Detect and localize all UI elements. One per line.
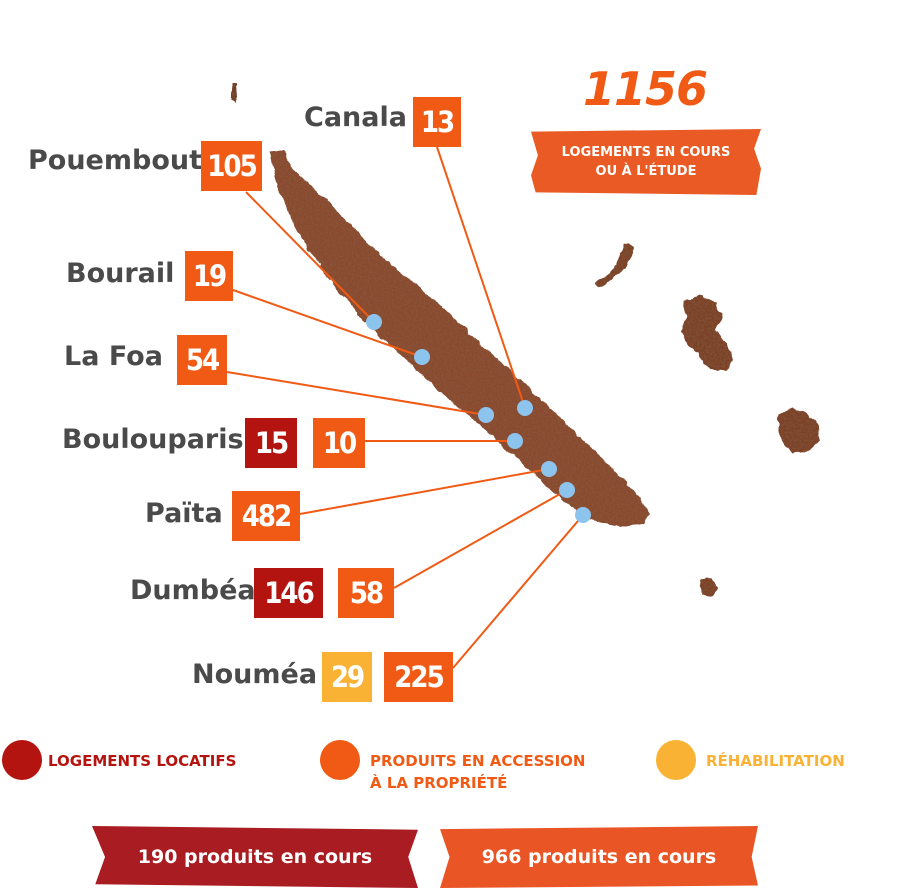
location-marker-boulouparis[interactable] bbox=[507, 433, 523, 449]
leader-lines bbox=[226, 146, 584, 669]
legend-label-accession-line1: PRODUITS EN ACCESSION bbox=[370, 752, 586, 770]
value-box-pouembout-accession: 105 bbox=[201, 141, 262, 191]
leader-line-la-foa bbox=[226, 371, 487, 416]
value-box-paita-accession: 482 bbox=[232, 491, 300, 541]
leader-line-paita bbox=[299, 468, 550, 515]
total-banner: LOGEMENTS EN COURS OU À L'ÉTUDE bbox=[531, 129, 761, 195]
location-marker-noumea[interactable] bbox=[575, 507, 591, 523]
town-label-pouembout: Pouembout bbox=[28, 145, 203, 176]
legend-dot-accession bbox=[320, 740, 360, 780]
value-box-boulouparis-locatif: 15 bbox=[245, 418, 297, 468]
legend-label-accession: PRODUITS EN ACCESSION À LA PROPRIÉTÉ bbox=[370, 750, 585, 794]
total-number: 1156 bbox=[582, 62, 708, 116]
town-label-paita: Païta bbox=[145, 498, 223, 529]
town-label-bourail: Bourail bbox=[66, 258, 175, 289]
value-box-dumbea-accession: 58 bbox=[338, 568, 394, 618]
location-marker-pouembout[interactable] bbox=[366, 314, 382, 330]
town-label-boulouparis: Boulouparis bbox=[62, 424, 244, 455]
belep-islet bbox=[232, 82, 238, 104]
total-banner-line2: OU À L'ÉTUDE bbox=[595, 164, 697, 179]
legend-label-locatif: LOGEMENTS LOCATIFS bbox=[48, 752, 237, 770]
location-marker-bourail[interactable] bbox=[414, 349, 430, 365]
location-marker-dumbea[interactable] bbox=[559, 482, 575, 498]
town-label-la-foa: La Foa bbox=[64, 341, 163, 372]
value-box-la-foa-accession: 54 bbox=[177, 335, 227, 385]
leader-line-noumea bbox=[452, 514, 584, 669]
total-banner-line1: LOGEMENTS EN COURS bbox=[561, 145, 731, 160]
leader-line-bourail bbox=[232, 289, 423, 358]
location-markers bbox=[366, 314, 591, 523]
leader-line-canala bbox=[436, 146, 526, 409]
mare-island bbox=[778, 408, 820, 454]
legend-dot-locatif bbox=[2, 740, 42, 780]
leader-line-pouembout bbox=[245, 191, 375, 323]
value-box-canala-accession: 13 bbox=[413, 97, 461, 147]
value-box-noumea-accession: 225 bbox=[384, 652, 453, 702]
location-marker-paita[interactable] bbox=[541, 461, 557, 477]
location-marker-la-foa[interactable] bbox=[478, 407, 494, 423]
value-box-dumbea-locatif: 146 bbox=[254, 568, 323, 618]
town-label-noumea: Nouméa bbox=[192, 659, 318, 690]
leader-line-dumbea bbox=[393, 489, 568, 589]
ouvea-island bbox=[596, 244, 634, 288]
ile-des-pins-island bbox=[700, 578, 718, 596]
town-label-canala: Canala bbox=[304, 102, 407, 133]
legend-label-rehabilitation: RÉHABILITATION bbox=[706, 752, 845, 770]
town-label-dumbea: Dumbéa bbox=[130, 575, 256, 606]
value-box-bourail-accession: 19 bbox=[185, 251, 233, 301]
legend-label-accession-line2: À LA PROPRIÉTÉ bbox=[370, 774, 508, 792]
location-marker-canala[interactable] bbox=[517, 400, 533, 416]
footer-accession-text: 966 produits en cours bbox=[481, 846, 717, 868]
footer-banner-locatif: 190 produits en cours bbox=[92, 826, 418, 888]
legend-dot-rehabilitation bbox=[656, 740, 696, 780]
value-box-boulouparis-accession: 10 bbox=[313, 418, 365, 468]
lifou-island bbox=[680, 296, 734, 372]
value-box-noumea-rehabilitation: 29 bbox=[322, 652, 372, 702]
footer-locatif-text: 190 produits en cours bbox=[137, 846, 373, 868]
footer-banner-accession: 966 produits en cours bbox=[440, 826, 758, 888]
grande-terre-island bbox=[270, 150, 650, 528]
